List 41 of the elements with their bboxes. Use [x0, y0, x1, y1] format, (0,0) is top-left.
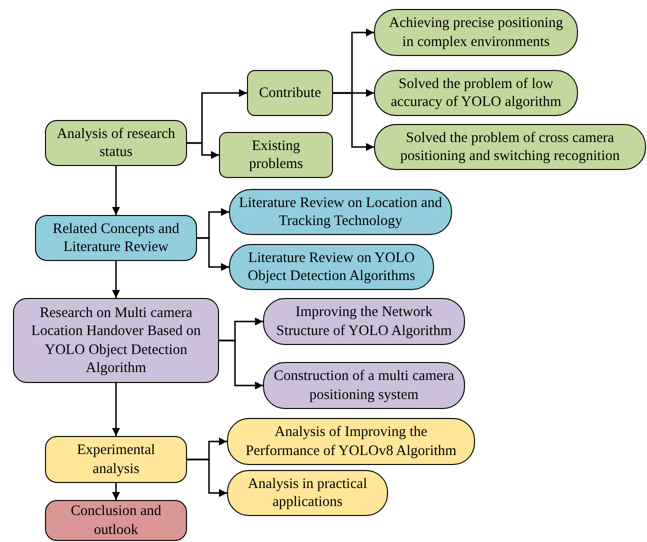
node-label: Conclusion and outlook — [70, 502, 162, 539]
arrow — [187, 458, 227, 497]
node-label: Experimental analysis — [76, 441, 156, 478]
node-label: Achieving precise positioning in complex environments — [388, 14, 564, 51]
arrow — [333, 92, 374, 151]
arrow — [219, 340, 263, 390]
arrow — [197, 237, 229, 271]
node-label: Existing problems — [248, 136, 304, 174]
process-box — [13, 298, 219, 383]
process-box — [374, 124, 646, 170]
process-box — [374, 70, 578, 116]
process-box — [374, 9, 578, 56]
process-box — [229, 244, 434, 290]
arrow — [187, 142, 219, 159]
process-box — [35, 215, 197, 261]
node-label: Analysis in practical applications — [246, 474, 368, 512]
process-box — [263, 298, 465, 345]
node-label: Solved the problem of cross camera positioning and switching recognition — [399, 128, 621, 166]
process-box — [219, 132, 333, 178]
node-label: Literature Review on Location and Tracking Technology — [238, 194, 443, 230]
node-label: Solved the problem of low accuracy of YOLO algorithm — [390, 74, 562, 112]
node-label: Contribute — [258, 84, 322, 102]
node-label: Related Concepts and Literature Review — [52, 220, 180, 256]
process-box — [229, 189, 452, 235]
node-label: Analysis of Improving the Performance of YOLOv8 Algorithm — [244, 423, 458, 460]
arrow — [112, 483, 120, 500]
node-label: Improving the Network Structure of YOLO Algorithm — [275, 303, 453, 340]
process-box — [247, 70, 333, 116]
process-box — [227, 418, 475, 465]
node-label: Literature Review on YOLO Object Detection Algorithms — [246, 248, 416, 286]
arrow — [112, 261, 120, 298]
process-box — [263, 362, 465, 409]
arrow — [112, 166, 120, 215]
process-box — [45, 436, 187, 483]
node-label: Construction of a multi camera positioning system — [272, 367, 456, 404]
node-label: Analysis of research status — [56, 124, 176, 162]
process-box — [45, 500, 187, 541]
process-box — [227, 470, 388, 516]
node-label: Research on Multi camera Location Handover Based on YOLO Object Detection Algorithm — [30, 304, 202, 377]
process-box — [45, 120, 187, 166]
arrow — [112, 383, 120, 436]
